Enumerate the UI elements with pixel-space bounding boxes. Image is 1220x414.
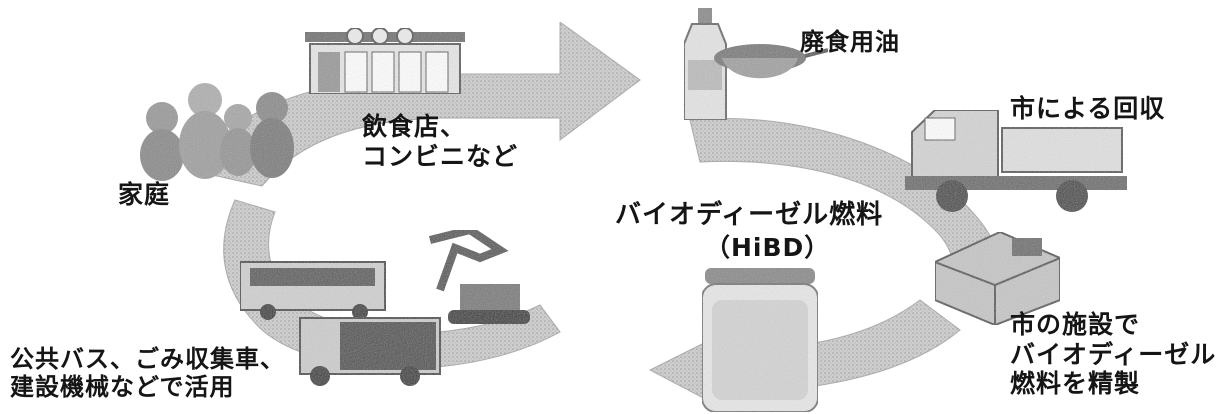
used-oil-label: 廃食用油 bbox=[800, 28, 900, 56]
used-oil-illustration bbox=[683, 8, 829, 121]
collection-label: 市による回収 bbox=[1010, 94, 1166, 123]
family-illustration bbox=[140, 83, 294, 181]
fuel-code-label: （HiBD） bbox=[705, 233, 831, 262]
facility-label: 市の施設で バイオディーゼル 燃料を精製 bbox=[1010, 310, 1217, 398]
vehicles-illustration bbox=[239, 225, 530, 386]
restaurant-label: 飲食店、 コンビニなど bbox=[362, 112, 519, 171]
fuel-jar-illustration bbox=[701, 268, 819, 413]
vehicle-use-label: 公共バス、ごみ収集車、 建設機械などで活用 bbox=[10, 345, 285, 402]
facility-illustration bbox=[934, 230, 1061, 327]
home-label: 家庭 bbox=[118, 180, 171, 209]
fuel-title-label: バイオディーゼル燃料 bbox=[615, 200, 884, 230]
truck-illustration bbox=[905, 109, 1127, 212]
store-illustration bbox=[305, 27, 465, 95]
